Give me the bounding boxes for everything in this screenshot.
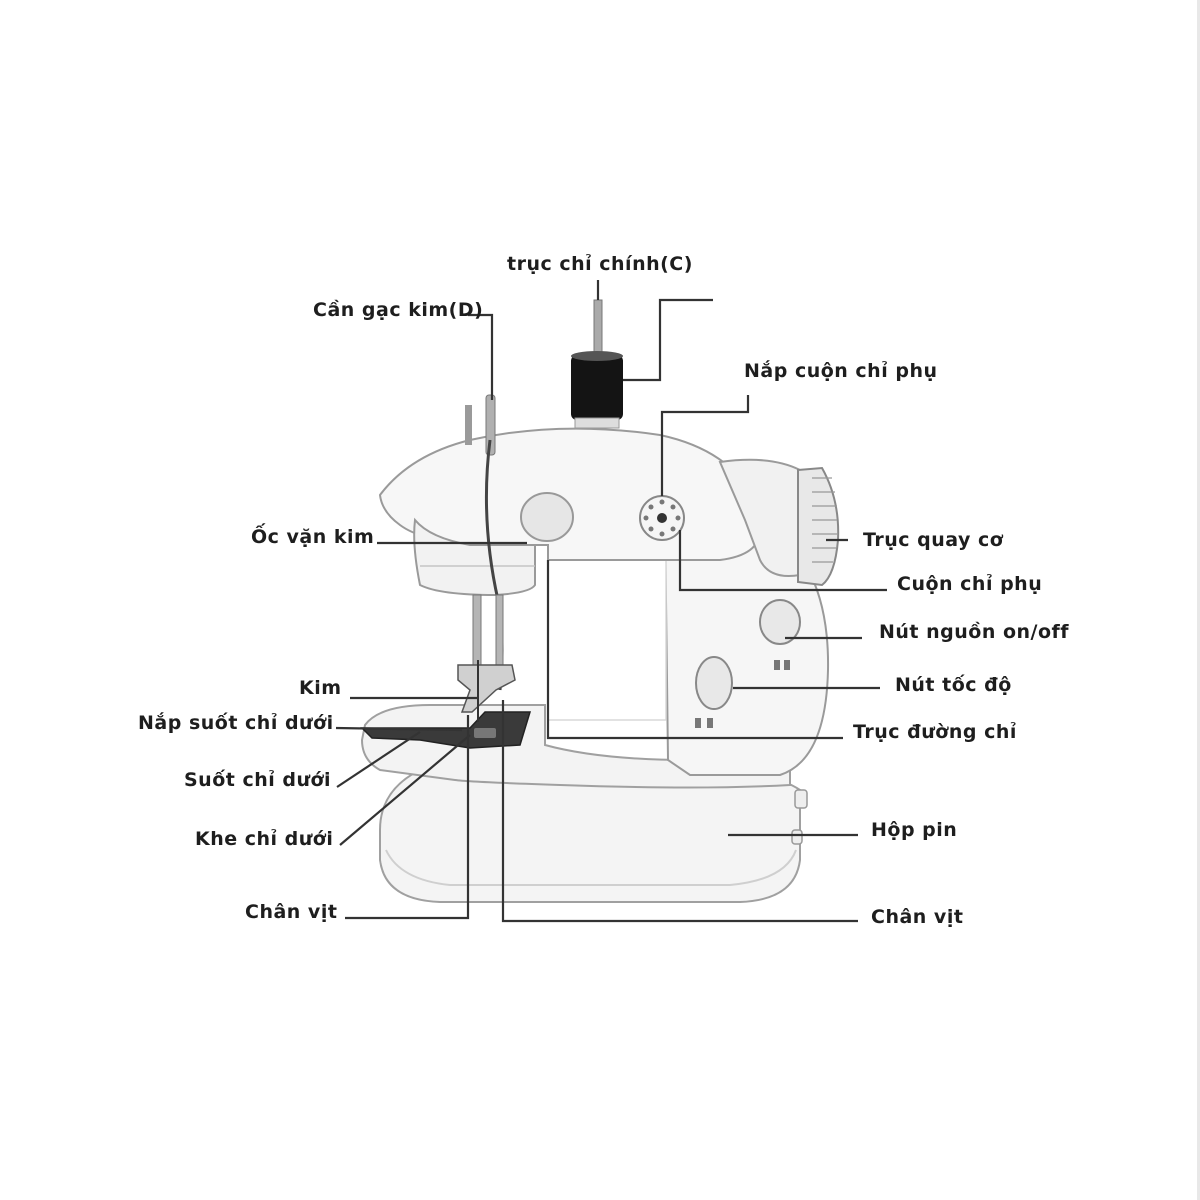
label-chan-vit-left: Chân vịt bbox=[245, 901, 337, 923]
bobbin-winder-center bbox=[657, 513, 667, 523]
take-up-lever bbox=[485, 394, 496, 456]
label-oc-van-kim: Ốc vặn kim bbox=[251, 522, 374, 548]
spool-base bbox=[574, 417, 620, 429]
switch-markings bbox=[695, 660, 790, 728]
battery-box-clip-2 bbox=[791, 829, 803, 845]
label-kim: Kim bbox=[299, 677, 342, 699]
label-truc-chi-chinh: trục chỉ chính(C) bbox=[507, 253, 693, 275]
label-nap-suot-chi-duoi: Nắp suốt chỉ dưới bbox=[138, 711, 334, 734]
leader-khe-chi-duoi bbox=[339, 734, 471, 846]
label-suot-chi-duoi: Suốt chỉ dưới bbox=[184, 768, 331, 791]
leader-spool-bracket bbox=[623, 298, 713, 382]
feed-dog-slot bbox=[474, 728, 496, 738]
label-chan-vit-right: Chân vịt bbox=[871, 906, 963, 928]
label-can-gac-kim: Cần gạc kim(D) bbox=[313, 298, 483, 321]
label-truc-duong-chi: Trục đường chỉ bbox=[853, 721, 1017, 743]
label-cuon-chi-phu: Cuộn chỉ phụ bbox=[897, 573, 1042, 595]
leader-lines bbox=[335, 280, 887, 923]
power-button bbox=[759, 599, 801, 645]
label-nut-toc-do: Nút tốc độ bbox=[895, 673, 1012, 696]
label-khe-chi-duoi: Khe chỉ dưới bbox=[195, 828, 333, 850]
base-bottom-shadow bbox=[385, 849, 797, 886]
main-spool-pin bbox=[593, 299, 603, 361]
main-spool bbox=[571, 355, 623, 420]
labels: trục chỉ chính(C) Cần gạc kim(D) Nắp cuộ… bbox=[138, 253, 1069, 928]
label-hop-pin: Hộp pin bbox=[871, 819, 957, 841]
label-nap-cuon-chi-phu: Nắp cuộn chỉ phụ bbox=[744, 359, 938, 382]
machine-base bbox=[379, 769, 801, 903]
needle-head bbox=[413, 517, 536, 597]
leader-cuon-chi-phu bbox=[678, 530, 887, 592]
image-right-edge bbox=[1197, 0, 1200, 1200]
machine-opening bbox=[547, 559, 667, 721]
presser-bar bbox=[495, 594, 504, 666]
handwheel bbox=[797, 466, 840, 587]
needle-bar bbox=[472, 594, 482, 666]
leader-chan-vit-left bbox=[345, 715, 470, 920]
leader-chan-vit-right bbox=[501, 700, 858, 923]
label-truc-quay-co: Trục quay cơ bbox=[863, 529, 1004, 551]
leader-truc-duong-chi bbox=[546, 560, 843, 740]
leader-suot-chi-duoi bbox=[336, 731, 421, 788]
presser-foot bbox=[457, 664, 516, 713]
label-nut-nguon: Nút nguồn on/off bbox=[879, 620, 1069, 643]
speed-button bbox=[695, 656, 733, 710]
main-spool-top bbox=[571, 351, 623, 361]
battery-box-clip bbox=[794, 789, 808, 809]
leader-nap-suot-chi-duoi bbox=[335, 726, 463, 732]
leader-nap-cuon-chi-phu bbox=[660, 395, 750, 496]
bobbin-winder-holes bbox=[643, 499, 681, 537]
handwheel-grip-lines bbox=[812, 477, 837, 563]
tension-knob bbox=[520, 492, 574, 542]
sewing-machine-illustration bbox=[360, 299, 840, 903]
leader-can-gac-kim bbox=[468, 313, 494, 400]
thread-guide-pin bbox=[465, 405, 472, 445]
